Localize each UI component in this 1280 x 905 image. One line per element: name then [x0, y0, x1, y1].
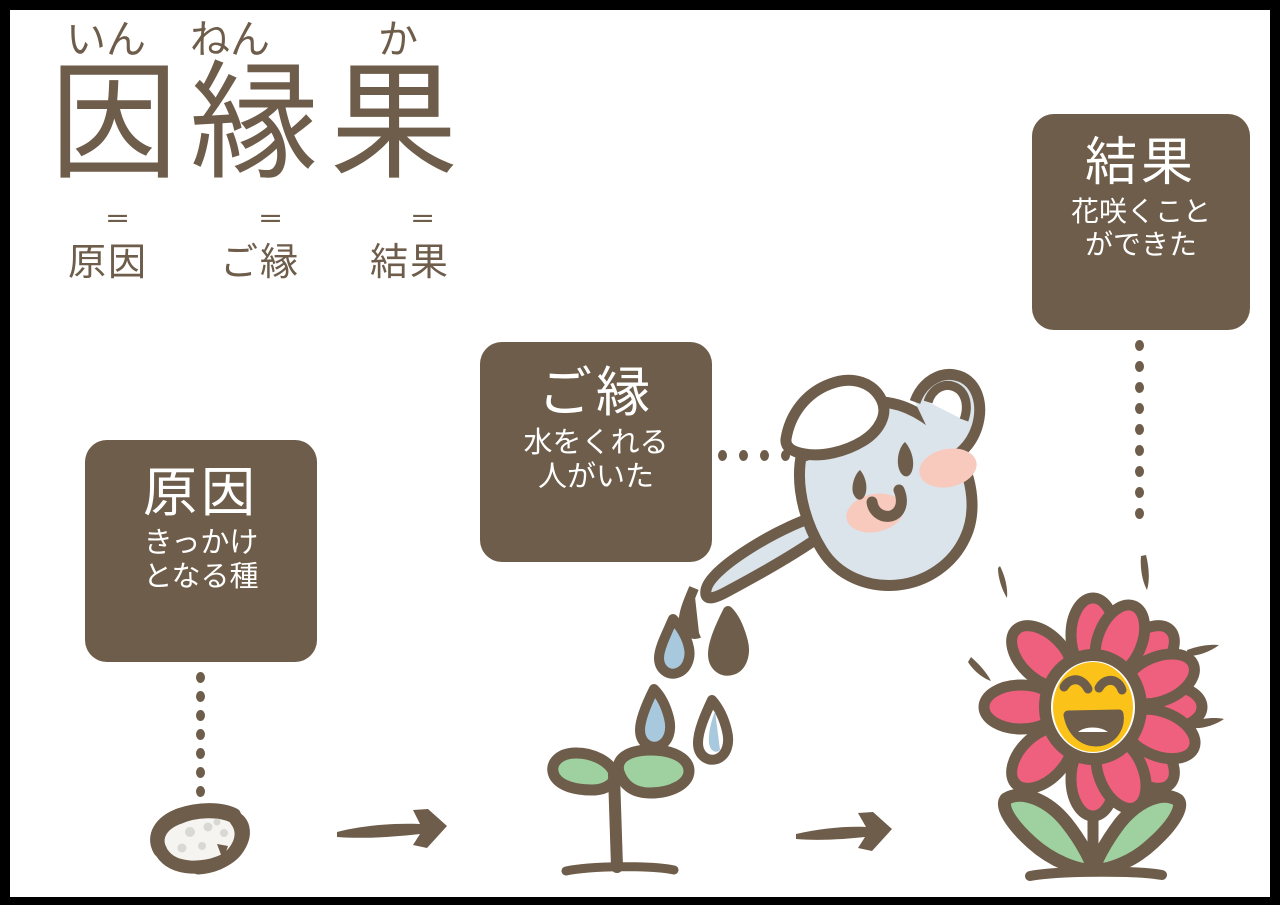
label-card-relation[interactable]: ご縁 水をくれる 人がいた [480, 342, 712, 562]
connector-dot [1135, 445, 1144, 456]
connector-dot [718, 450, 727, 461]
title-kanji-2: 縁 [190, 49, 319, 198]
connector-dot [1135, 487, 1144, 498]
connector-relation-to-can [10, 10, 1270, 897]
connector-dot [196, 805, 205, 816]
arrow-right-icon-2 [796, 812, 892, 851]
connector-dot [1135, 508, 1144, 519]
page-title: いん ねん か 因 縁 果 = = = 原因 ご縁 結果 [30, 14, 480, 304]
label-card-cause[interactable]: 原因 きっかけ となる種 [85, 440, 317, 662]
label-card-result[interactable]: 結果 花咲くこと ができた [1032, 114, 1250, 330]
furigana-2: ねん [190, 17, 270, 63]
equals-sign-1: = [105, 203, 130, 234]
connector-dot [802, 450, 811, 461]
card-cause-subtitle: きっかけ となる種 [143, 525, 259, 594]
connector-dot [1135, 340, 1144, 351]
flower-icon [978, 592, 1208, 881]
gloss-row: 原因 ご縁 結果 [30, 240, 490, 292]
title-kanji-1: 因 [50, 49, 179, 198]
water-drops-icon [635, 586, 749, 765]
card-result-subtitle: 花咲くこと ができた [1070, 195, 1211, 262]
connector-dot [1135, 424, 1144, 435]
furigana-1: いん [66, 17, 146, 63]
equals-sign-3: = [410, 203, 435, 234]
title-kanji-row: 因 縁 果 [30, 60, 480, 200]
sparkle-icon-group [968, 555, 1224, 729]
seed-icon [150, 803, 250, 875]
connector-dot [196, 710, 205, 721]
connector-dot [1135, 361, 1144, 372]
connector-dot [196, 767, 205, 778]
connector-result-to-flower [10, 10, 1270, 897]
title-kanji-3: 果 [330, 49, 459, 198]
artwork-layer [150, 369, 1224, 881]
furigana-row: いん ねん か [30, 20, 480, 78]
connector-dot [1135, 403, 1144, 414]
watering-can-icon [700, 369, 986, 604]
gloss-1: 原因 [68, 240, 149, 284]
furigana-3: か [378, 17, 418, 63]
illustration-canvas: いん ねん か 因 縁 果 = = = 原因 ご縁 結果 [10, 10, 1270, 897]
connector-dot [196, 748, 205, 759]
gloss-3: 結果 [370, 240, 451, 284]
connector-dot [196, 691, 205, 702]
connector-dot [196, 729, 205, 740]
card-relation-title: ご縁 [538, 361, 654, 424]
equals-row: = = = [30, 204, 480, 244]
connector-dot [781, 450, 790, 461]
connector-dot [1135, 466, 1144, 477]
card-cause-title: 原因 [143, 461, 259, 524]
equals-sign-2: = [258, 203, 283, 234]
connector-dot [739, 450, 748, 461]
connector-dot [196, 786, 205, 797]
connector-dot [1135, 382, 1144, 393]
sprout-icon [547, 744, 695, 876]
arrow-right-icon-1 [337, 809, 447, 848]
gloss-2: ご縁 [220, 240, 301, 284]
connector-dot [760, 450, 769, 461]
connector-cause-to-seed [10, 10, 1270, 897]
card-result-title: 結果 [1084, 133, 1197, 193]
card-relation-subtitle: 水をくれる 人がいた [523, 425, 669, 494]
connector-dot [196, 672, 205, 683]
